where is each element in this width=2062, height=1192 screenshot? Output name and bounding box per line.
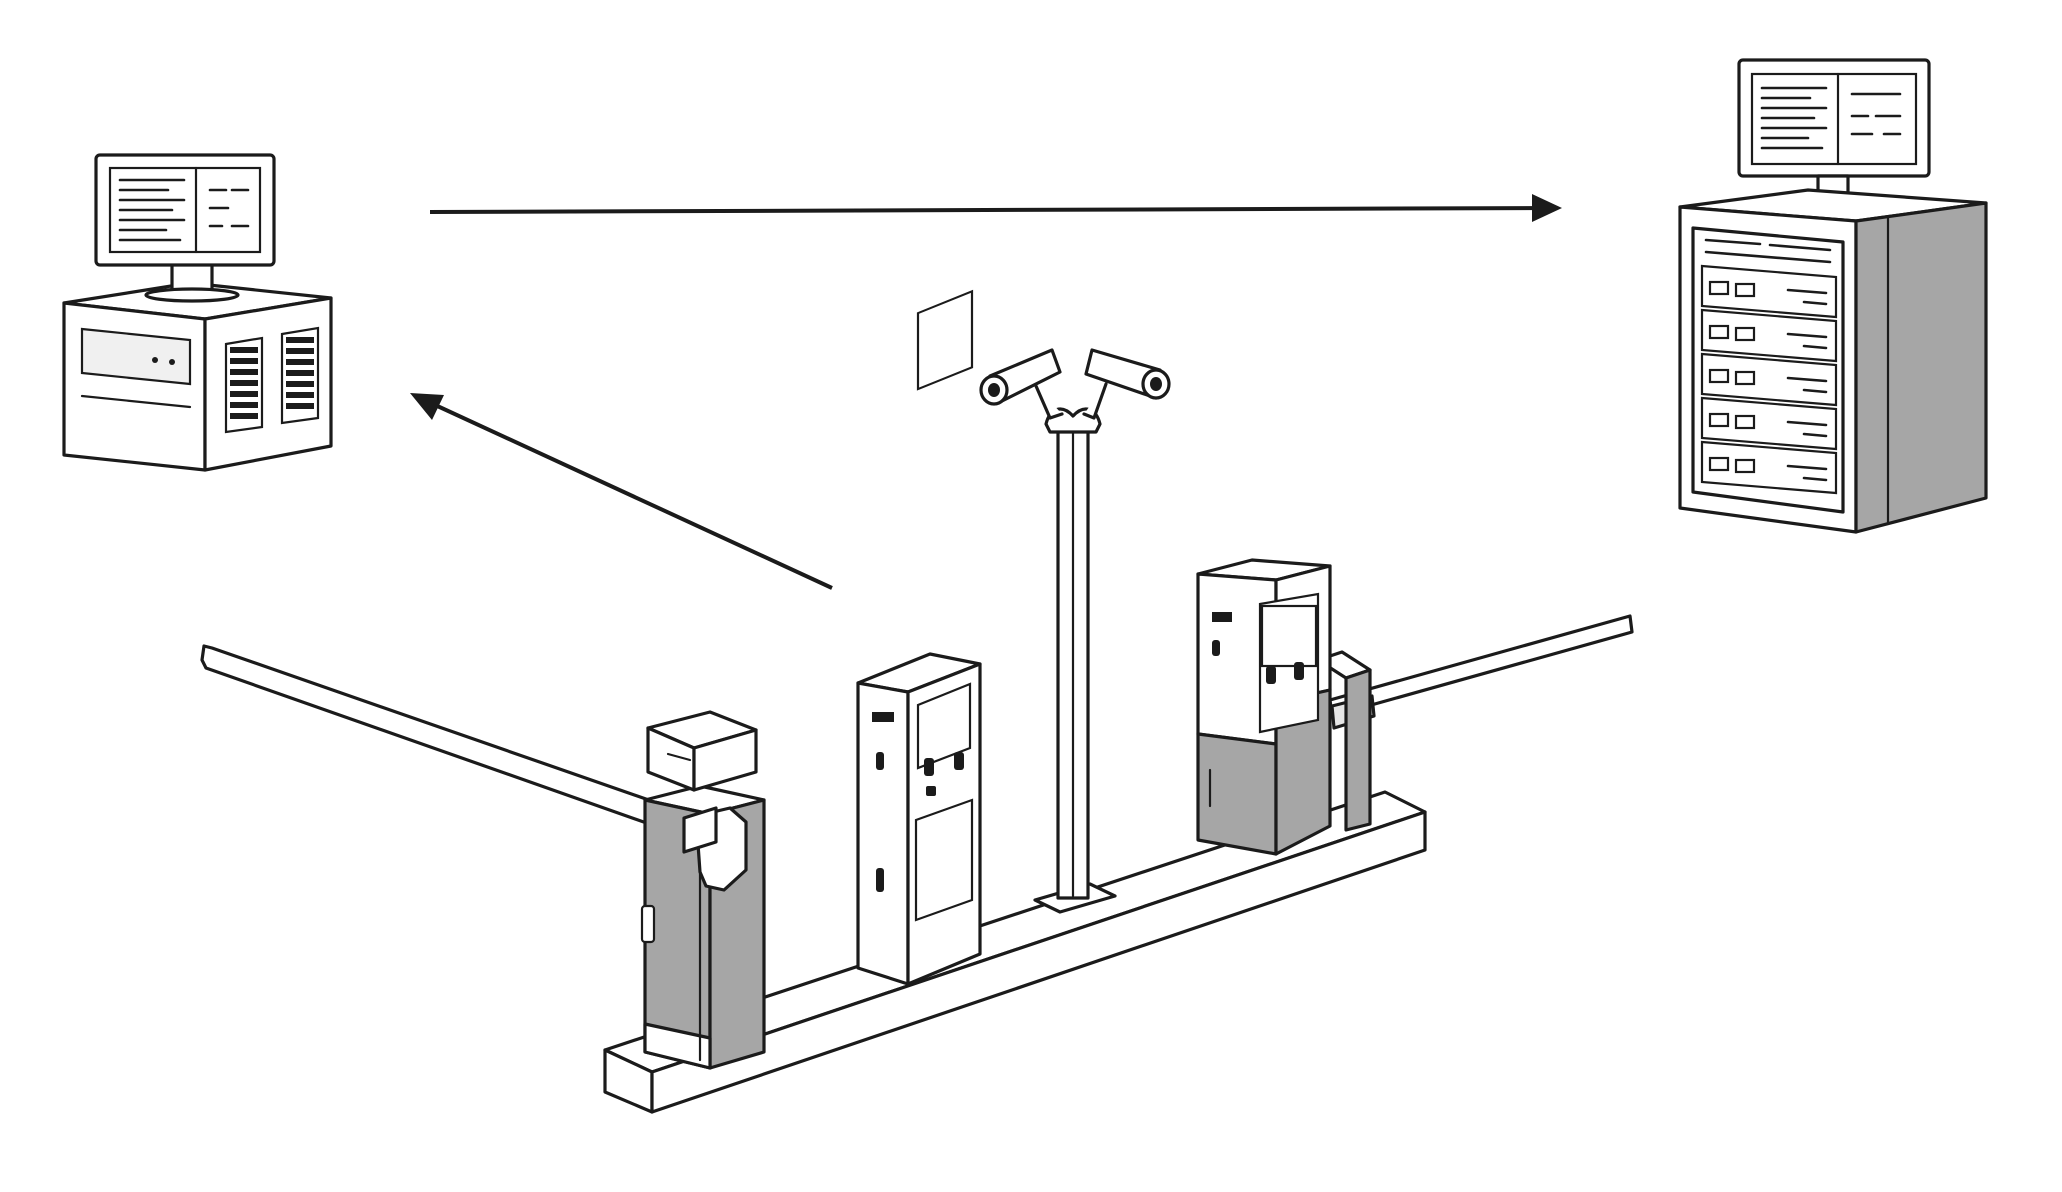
workstation-monitor-icon: [94, 153, 276, 267]
camera-pole-icon: [979, 348, 1171, 914]
lane-island-icon: [603, 790, 1427, 1114]
cctv-camera-icon: [979, 348, 1064, 420]
workstation-computer-icon: [62, 153, 333, 472]
cctv-camera-icon: [1082, 348, 1171, 420]
entry-barrier-gate-icon: [200, 644, 766, 1070]
arrow-workstation-to-server: [429, 204, 1554, 214]
workstation-vent-icon: [224, 326, 320, 434]
exit-kiosk-icon: [1196, 558, 1332, 856]
entry-kiosk-icon: [856, 289, 982, 986]
arrow-lane-to-workstation: [419, 396, 833, 590]
server-rack-icon: [1678, 58, 1988, 534]
server-monitor-icon: [1737, 58, 1931, 209]
server-unit-icon: [1700, 238, 1838, 495]
exit-barrier-gate-icon: [1316, 614, 1634, 832]
